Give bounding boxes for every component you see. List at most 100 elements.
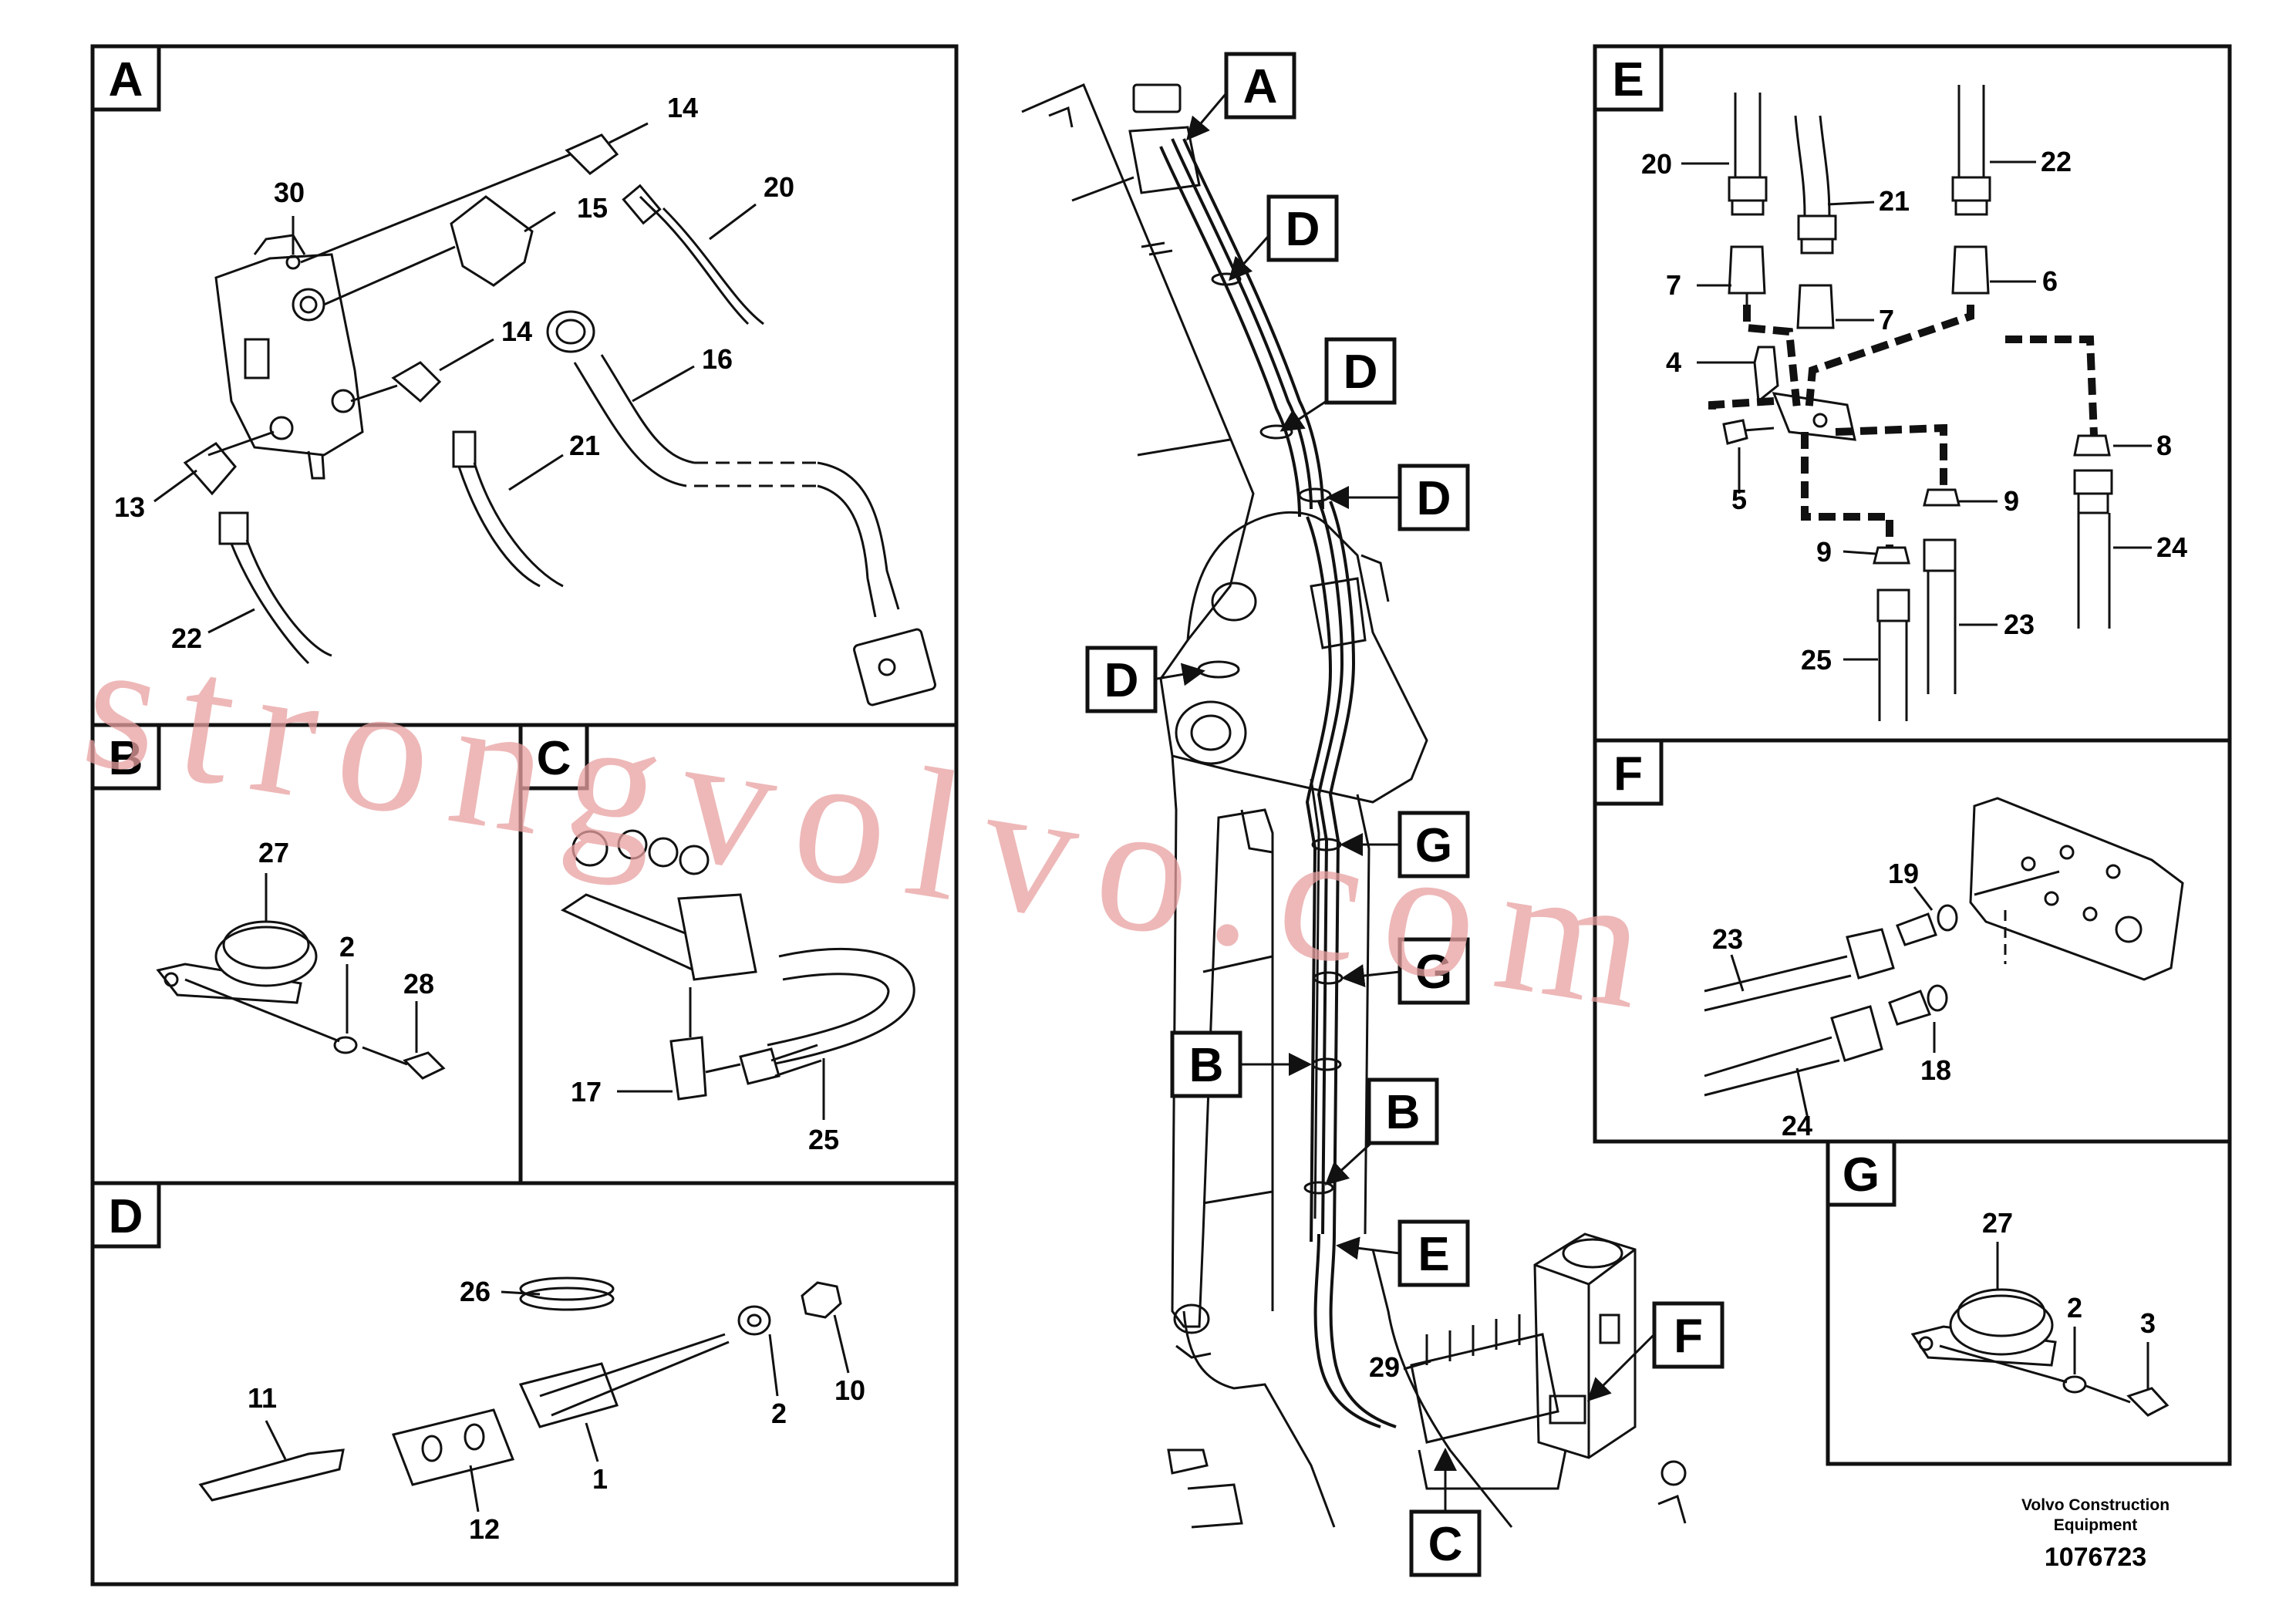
part-11-label: 11 <box>248 1382 277 1414</box>
part-16-label: 16 <box>702 343 733 375</box>
svg-text:G: G <box>1415 819 1452 872</box>
panel-f-tab: F <box>1593 738 1664 806</box>
part-9-label: 9 <box>2004 485 2019 517</box>
overview-callouts: A D D D D G G <box>1085 52 1725 1577</box>
part-26-label: 26 <box>460 1276 491 1307</box>
part-30-label: 30 <box>274 177 305 208</box>
panel-a-leaders <box>153 122 757 634</box>
part-14-label: 14 <box>667 92 698 123</box>
panel-b-label: B <box>109 732 143 785</box>
brand-line-1: Volvo Construction <box>2021 1496 2170 1514</box>
part-2-d-label: 2 <box>771 1398 787 1429</box>
part-22-e-label: 22 <box>2041 146 2072 177</box>
part-24-e-label: 24 <box>2156 531 2187 563</box>
brand-line-2: Equipment <box>2054 1516 2138 1534</box>
part-5-label: 5 <box>1731 484 1747 515</box>
svg-text:D: D <box>1104 654 1139 707</box>
part-17-label: 17 <box>571 1076 602 1108</box>
callout-d-2: D <box>1279 337 1397 432</box>
part-29-label: 29 <box>1369 1351 1400 1383</box>
panel-a-label: A <box>109 53 143 106</box>
panel-e-drawing <box>1708 85 2113 721</box>
part-8-label: 8 <box>2156 430 2172 461</box>
part-25-label: 25 <box>808 1124 839 1155</box>
part-2-label: 2 <box>339 931 355 963</box>
callout-g-2: G <box>1341 937 1470 1005</box>
part-7-label: 7 <box>1666 269 1681 301</box>
part-24-f-label: 24 <box>1782 1110 1812 1141</box>
svg-text:F: F <box>1674 1310 1703 1363</box>
part-23-e-label: 23 <box>2004 609 2035 640</box>
panel-f-leaders <box>1730 886 1936 1123</box>
callout-g-1: G <box>1340 811 1470 878</box>
part-1-label: 1 <box>592 1463 608 1495</box>
callout-b-1: B <box>1170 1030 1312 1098</box>
panel-c-tab: C <box>518 723 589 791</box>
part-6-label: 6 <box>2042 265 2058 297</box>
part-20-label: 20 <box>764 171 794 203</box>
part-21-label: 21 <box>569 430 600 461</box>
part-29-callout: 29 <box>1369 1351 1431 1383</box>
panel-f-label: F <box>1613 747 1643 801</box>
panel-e-label: E <box>1612 53 1644 106</box>
part-4-label: 4 <box>1666 346 1681 378</box>
part-10-label: 10 <box>834 1374 865 1406</box>
part-28-label: 28 <box>403 968 434 1000</box>
svg-text:C: C <box>1428 1518 1463 1571</box>
callout-b-2: B <box>1324 1077 1439 1186</box>
part-18-label: 18 <box>1920 1054 1951 1086</box>
panel-a-tab: A <box>90 44 161 112</box>
svg-text:D: D <box>1344 346 1378 399</box>
drawing-number: 1076723 <box>2045 1543 2146 1572</box>
part-22-label: 22 <box>171 622 202 654</box>
panel-g-label: G <box>1843 1148 1880 1202</box>
panel-d-label: D <box>109 1190 143 1243</box>
svg-text:B: B <box>1386 1086 1421 1139</box>
part-27-g-label: 27 <box>1982 1207 2013 1239</box>
part-3-label: 3 <box>2140 1307 2156 1339</box>
svg-text:A: A <box>1243 60 1278 113</box>
callout-d-3: D <box>1326 464 1470 531</box>
boom-overview <box>1021 83 1687 1529</box>
part-2-g-label: 2 <box>2067 1292 2082 1324</box>
panel-e-frame <box>1593 44 2232 743</box>
svg-text:D: D <box>1286 203 1320 256</box>
panel-g-frame <box>1826 1139 2232 1466</box>
svg-text:G: G <box>1415 946 1452 999</box>
callout-c: C <box>1409 1448 1482 1577</box>
part-27-label: 27 <box>258 837 289 868</box>
part-7-second-label: 7 <box>1879 304 1894 336</box>
panel-a-part-labels: 14 30 15 20 14 16 21 13 22 <box>114 92 794 654</box>
panel-b-drawing <box>156 920 446 1080</box>
panel-e-tab: E <box>1593 44 1664 112</box>
svg-text:B: B <box>1189 1039 1224 1092</box>
panel-a-drawing <box>183 133 936 706</box>
panel-c-drawing <box>560 829 915 1101</box>
part-23-f-label: 23 <box>1712 923 1743 955</box>
footer: Volvo Construction Equipment 1076723 <box>2021 1496 2170 1572</box>
callout-a: A <box>1186 52 1296 141</box>
svg-text:E: E <box>1418 1228 1449 1281</box>
panel-e-part-labels: 20 21 22 7 6 7 4 8 5 9 9 24 23 25 <box>1641 146 2187 676</box>
part-15-label: 15 <box>577 192 608 224</box>
panel-b-tab: B <box>90 723 161 791</box>
panel-g-drawing <box>1910 1288 2170 1417</box>
panel-tabs: A B C D E F G <box>90 44 1896 1249</box>
callout-d-4: D <box>1085 646 1205 713</box>
panel-b-part-labels: 27 2 28 <box>258 837 434 1000</box>
panel-c-part-labels: 17 25 <box>571 1076 839 1155</box>
panel-b-leaders <box>265 873 418 1053</box>
panel-g-tab: G <box>1826 1139 1896 1207</box>
panel-f-part-labels: 19 23 18 24 <box>1712 858 1951 1141</box>
callout-d-1: D <box>1229 194 1339 282</box>
svg-text:D: D <box>1417 472 1451 525</box>
panel-d-leaders <box>265 1290 850 1512</box>
part-20-e-label: 20 <box>1641 148 1672 180</box>
panel-d-frame <box>90 1181 959 1587</box>
panel-c-leaders <box>617 1058 825 1120</box>
callout-e: E <box>1336 1219 1470 1287</box>
part-13-label: 13 <box>114 491 145 523</box>
panel-e-leaders <box>1681 160 2152 661</box>
panel-f-drawing <box>1704 797 2184 1097</box>
